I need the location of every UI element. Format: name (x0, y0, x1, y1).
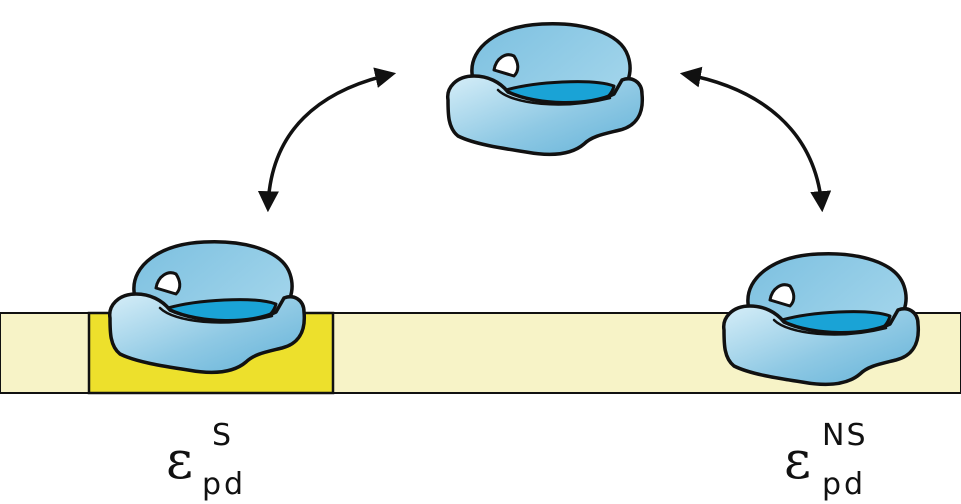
left-equilibrium-arrow (268, 74, 392, 208)
label-specific-symbol: ε (166, 431, 193, 491)
label-specific-superscript: S (212, 418, 233, 453)
label-specific-subscript: pd (202, 467, 246, 502)
label-specific: ε S pd (166, 418, 246, 502)
label-nonspecific-symbol: ε (784, 431, 811, 491)
label-nonspecific-superscript: NS (822, 418, 867, 453)
label-nonspecific: ε NS pd (784, 418, 867, 502)
free-protein (448, 24, 643, 155)
right-equilibrium-arrow (684, 74, 822, 208)
label-nonspecific-subscript: pd (822, 467, 866, 502)
